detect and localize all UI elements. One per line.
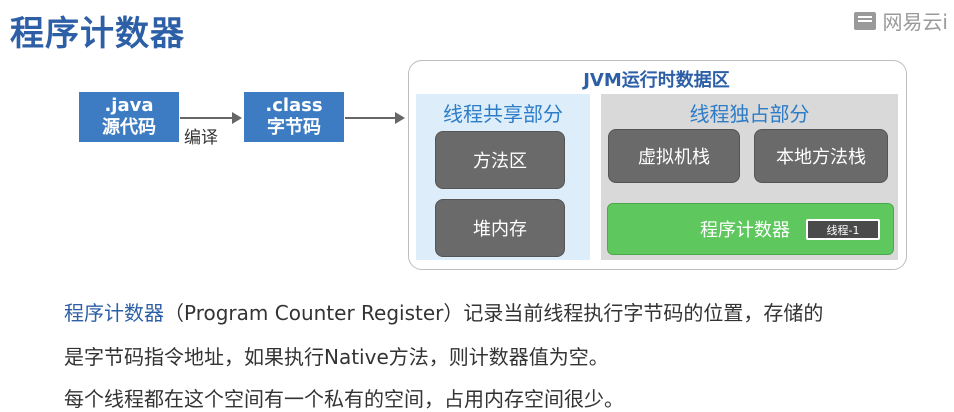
class-bytecode-box: .class 字节码 — [244, 92, 344, 142]
java-source-box: .java 源代码 — [79, 92, 179, 142]
vm-stack-box: 虚拟机栈 — [608, 129, 740, 183]
compile-label: 编译 — [184, 128, 218, 148]
shared-section-title: 线程共享部分 — [443, 102, 563, 126]
class-bytecode-label: 字节码 — [267, 117, 321, 138]
brand-logo-text: 网易云i — [882, 10, 948, 34]
load-arrow-head-icon — [395, 112, 405, 124]
description-line-1: 程序计数器（Program Counter Register）记录当前线程执行字… — [64, 297, 823, 326]
description-line-3: 每个线程都在这个空间有一个私有的空间，占用内存空间很少。 — [64, 387, 624, 411]
thread-badge: 线程-1 — [806, 219, 880, 240]
netease-cloud-icon — [854, 11, 877, 30]
program-counter-label: 程序计数器 — [700, 220, 790, 241]
java-source-ext: .java — [104, 95, 154, 116]
class-bytecode-ext: .class — [265, 95, 323, 116]
description-term: 程序计数器 — [64, 301, 164, 325]
heap-memory-box: 堆内存 — [435, 199, 565, 257]
compile-arrow-head-icon — [232, 112, 242, 124]
load-arrow — [345, 117, 397, 119]
native-method-stack-box: 本地方法栈 — [754, 129, 888, 183]
brand-logo: 网易云i — [854, 6, 948, 35]
description-line-2: 是字节码指令地址，如果执行Native方法，则计数器值为空。 — [64, 345, 609, 369]
private-section-title: 线程独占部分 — [689, 102, 810, 126]
page-title: 程序计数器 — [10, 14, 185, 54]
method-area-box: 方法区 — [435, 131, 565, 189]
compile-arrow — [180, 117, 234, 119]
java-source-label: 源代码 — [102, 117, 156, 138]
description-line-1-rest: （Program Counter Register）记录当前线程执行字节码的位置… — [164, 301, 824, 325]
jvm-runtime-title: JVM运行时数据区 — [583, 70, 730, 91]
